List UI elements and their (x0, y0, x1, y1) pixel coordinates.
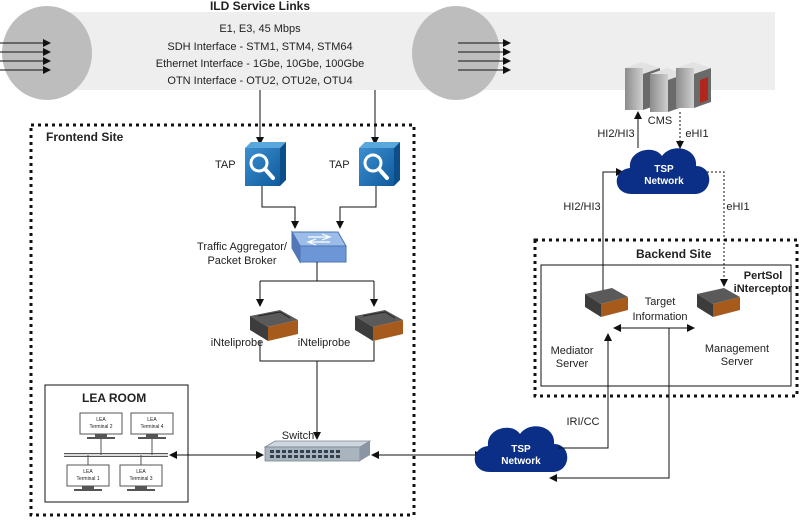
probe-right (355, 310, 403, 341)
iri-line (558, 333, 612, 449)
lea-terminal-2-label-1: LEA (96, 417, 106, 423)
left-cylinder-end (2, 6, 92, 100)
mediator-server (585, 288, 628, 317)
tap-right-label: TAP (329, 159, 350, 171)
banner-to-tap-lines (256, 90, 379, 145)
ehi-mid-label: eHI1 (726, 201, 749, 213)
lea-terminal-1: LEA Terminal 1 (66, 464, 110, 491)
lea-terminal-drops (87, 439, 153, 465)
aggregator-label-1: Traffic Aggregator/ (197, 241, 288, 253)
lea-terminal-4-label-1: LEA (147, 417, 157, 423)
probe-left-label: iNteliprobe (211, 337, 264, 349)
aggregator-label-2: Packet Broker (207, 255, 276, 267)
mediator-label-1: Mediator (551, 345, 594, 357)
probe-to-switch-lines (259, 341, 375, 440)
mgmt-to-tsp-line (549, 328, 670, 482)
hi-top-label: HI2/HI3 (597, 128, 634, 140)
ild-service-links: ILD Service Links E1, E3, 45 Mbps SDH In… (0, 0, 775, 100)
aggregator-to-probe-lines (256, 262, 378, 307)
lea-terminal-1-label-2: Terminal 1 (76, 476, 99, 482)
switch-label: Switch (282, 430, 314, 442)
tap-right-magnifier-icon (363, 153, 383, 173)
target-label-1: Target (645, 296, 676, 308)
mediator-label-2: Server (556, 358, 589, 370)
pertsol-box (540, 264, 792, 387)
incoming-lines (0, 39, 51, 74)
backend-site-title: Backend Site (636, 247, 712, 261)
lea-terminal-4: LEA Terminal 4 (130, 412, 174, 439)
cms-servers (625, 62, 711, 112)
tsp-bottom-label-1: TSP (511, 444, 531, 455)
lea-room-title: LEA ROOM (82, 391, 146, 405)
mediator-to-tsp-line (602, 168, 624, 290)
tap-to-aggregator-lines (261, 186, 377, 229)
ild-title: ILD Service Links (210, 0, 310, 13)
tap-left-magnifier-icon (249, 153, 269, 173)
tsp-to-mgmt-line (707, 171, 728, 287)
probe-right-label: iNteliprobe (298, 337, 351, 349)
iri-label: IRI/CC (567, 416, 600, 428)
lea-terminal-2: LEA Terminal 2 (79, 412, 123, 439)
ild-link-2: SDH Interface - STM1, STM4, STM64 (167, 41, 352, 53)
lea-terminal-2-label-2: Terminal 2 (89, 424, 112, 430)
tsp-top-label-1: TSP (654, 164, 674, 175)
tap-left (245, 142, 286, 186)
target-label-2: Information (632, 311, 687, 323)
mgmt-label-1: Management (705, 343, 769, 355)
aggregator-arrows-icon (306, 233, 332, 246)
right-cylinder-end (412, 6, 500, 100)
backend-site-boundary (533, 238, 799, 398)
tap-left-label: TAP (215, 159, 236, 171)
tsp-bottom-label-2: Network (501, 456, 541, 467)
ehi-top-label: eHI1 (685, 128, 708, 140)
lea-terminal-4-label-2: Terminal 4 (140, 424, 163, 430)
lea-terminal-3-label-1: LEA (136, 469, 146, 475)
tsp-network-top: TSP Network (616, 148, 710, 194)
tsp-network-bottom: TSP Network (474, 426, 568, 472)
probe-left (250, 310, 298, 341)
ild-link-1: E1, E3, 45 Mbps (219, 23, 301, 35)
product-label-2: iNterceptor (734, 283, 793, 295)
frontend-site-title: Frontend Site (46, 130, 124, 144)
frontend-site-boundary (29, 123, 416, 517)
traffic-aggregator (291, 230, 347, 264)
tap-right (359, 142, 400, 186)
ild-link-4: OTN Interface - OTU2, OTU2e, OTU4 (167, 75, 352, 87)
network-switch (263, 440, 372, 462)
hi-mid-label: HI2/HI3 (563, 201, 600, 213)
lea-terminal-1-label-1: LEA (83, 469, 93, 475)
mgmt-label-2: Server (721, 356, 754, 368)
product-label-1: PertSol (744, 270, 783, 282)
lea-terminal-3-label-2: Terminal 3 (129, 476, 152, 482)
cms-label: CMS (648, 115, 672, 127)
tsp-top-label-2: Network (644, 176, 684, 187)
outgoing-lines (458, 39, 511, 74)
management-server (697, 288, 740, 317)
ild-link-3: Ethernet Interface - 1Gbe, 10Gbe, 100Gbe (156, 58, 365, 70)
